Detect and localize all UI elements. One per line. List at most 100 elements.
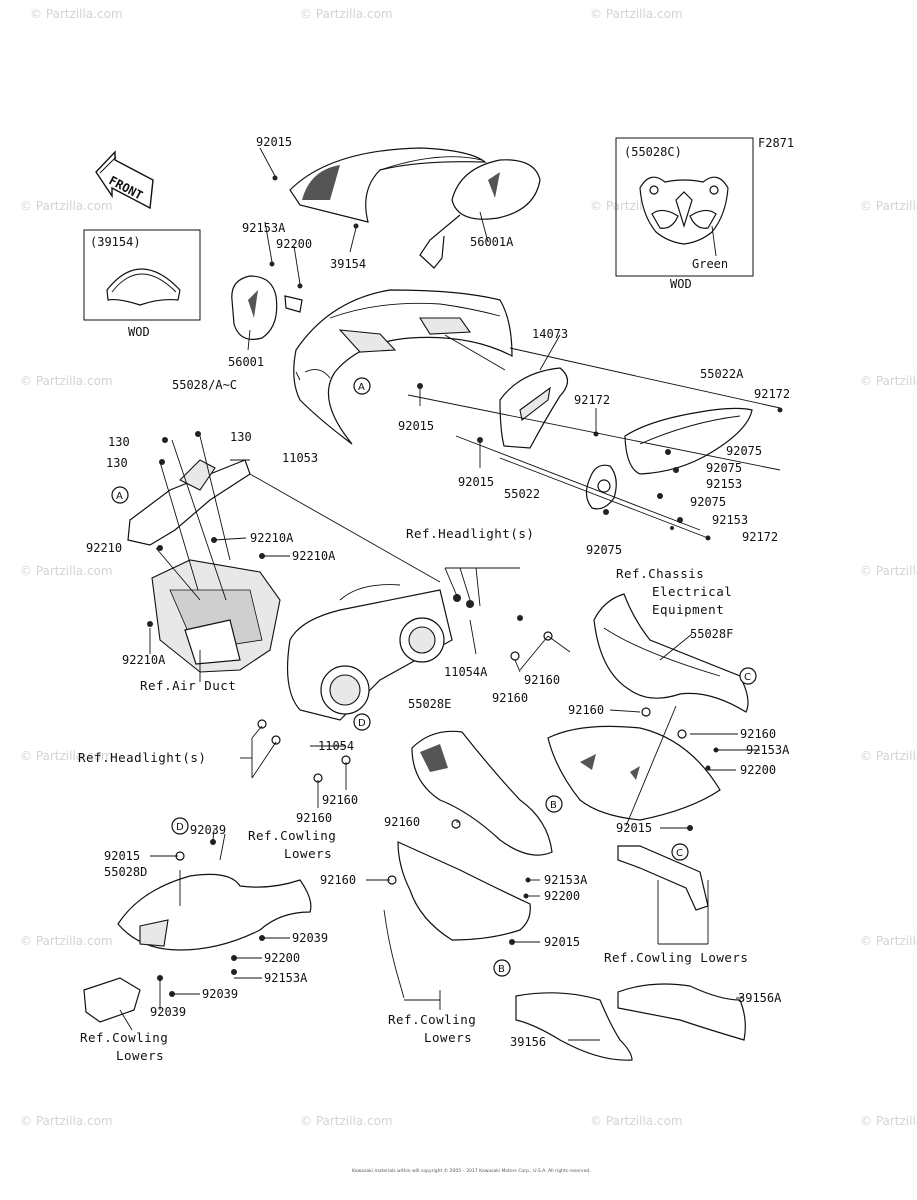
callout-d1: D [353, 713, 371, 731]
watermark: © Partzilla.com [860, 749, 917, 763]
lower-side-panel [383, 841, 531, 999]
svg-text:A: A [116, 491, 123, 502]
ref-electrical: Electrical [652, 584, 732, 599]
part-label: 92015 [398, 419, 434, 433]
mirror-56001 [231, 275, 303, 340]
windshield-part [289, 147, 487, 223]
part-label: 92153A [746, 743, 790, 757]
side-panel-55022a [624, 407, 753, 475]
part-label: 92160 [568, 703, 604, 717]
ref-cowling-b: Ref.Cowling [388, 1012, 476, 1027]
watermark: © Partzilla.com [20, 1114, 113, 1128]
part-label: 92039 [202, 987, 238, 1001]
watermark: © Partzilla.com [860, 934, 917, 948]
figure-code: F2871 [758, 136, 794, 150]
part-label: 11054A [444, 665, 488, 679]
callout-b2: B [493, 959, 511, 977]
watermark: © Partzilla.com [300, 1114, 393, 1128]
watermark: © Partzilla.com [860, 1114, 917, 1128]
part-label: 92210A [122, 653, 166, 667]
ref-air-duct: Ref.Air Duct [140, 678, 236, 693]
ref-cowling-a: Ref.Cowling [248, 828, 336, 843]
part-label: 39156 [510, 1035, 546, 1049]
inset-note: Green [692, 257, 728, 271]
air-duct-assembly [151, 559, 281, 673]
part-label: 92160 [384, 815, 420, 829]
ref-cowling-c: Ref.Cowling [80, 1030, 168, 1045]
part-label: 92200 [264, 951, 300, 965]
inset-code: (39154) [90, 235, 141, 249]
callout-a1: A [353, 377, 371, 395]
part-label: 92210A [250, 531, 294, 545]
watermark: © Partzilla.com [590, 1114, 683, 1128]
inset-code: (55028C) [624, 145, 682, 159]
part-label: 92075 [586, 543, 622, 557]
lower-bracket-left [83, 977, 141, 1023]
reference-labels: Ref.Headlight(s) Ref.Chassis Electrical … [78, 526, 748, 1063]
watermark: © Partzilla.com [860, 199, 917, 213]
watermark: © Partzilla.com [860, 564, 917, 578]
side-fairing-right [547, 725, 721, 821]
svg-text:B: B [498, 964, 505, 975]
part-label: 92075 [690, 495, 726, 509]
part-label: 92015 [616, 821, 652, 835]
part-label: 92210 [86, 541, 122, 555]
callout-c2: C [671, 843, 689, 861]
part-label: 55028F [690, 627, 733, 641]
ref-cowling-lowers-right: Ref.Cowling Lowers [604, 950, 748, 965]
pad-39156 [515, 992, 633, 1061]
part-label: 92039 [150, 1005, 186, 1019]
part-label: 92075 [726, 444, 762, 458]
svg-text:B: B [550, 800, 557, 811]
part-label: 130 [230, 430, 252, 444]
svg-text:D: D [176, 822, 184, 833]
svg-text:A: A [358, 382, 365, 393]
upper-cowl [293, 289, 513, 445]
svg-text:C: C [676, 848, 683, 859]
part-number-labels: 92015 92153A 92200 39154 56001A 56001 14… [86, 135, 790, 1049]
part-label: 11054 [318, 739, 354, 753]
inner-panel-14073 [499, 367, 569, 449]
inner-bracket-11053 [127, 459, 251, 546]
watermark: © Partzilla.com [20, 374, 113, 388]
part-label: 55028D [104, 865, 147, 879]
part-label: 92153 [712, 513, 748, 527]
part-label: 92015 [458, 475, 494, 489]
part-label: 92015 [544, 935, 580, 949]
part-label: 92153A [242, 221, 286, 235]
part-label: 39154 [330, 257, 366, 271]
ref-cowling-a-lowers: Lowers [284, 846, 332, 861]
watermark: © Partzilla.com [20, 749, 113, 763]
part-label: 92172 [742, 530, 778, 544]
part-label: 92039 [190, 823, 226, 837]
ref-cowling-b-lowers: Lowers [424, 1030, 472, 1045]
part-label: 56001A [470, 235, 514, 249]
part-label: 92172 [754, 387, 790, 401]
part-label: 92075 [706, 461, 742, 475]
ref-headlights-top: Ref.Headlight(s) [406, 526, 534, 541]
part-label: 92160 [296, 811, 332, 825]
callout-d2: D [171, 817, 189, 835]
watermark: © Partzilla.com [590, 7, 683, 21]
part-label: 92210A [292, 549, 336, 563]
ref-equipment: Equipment [652, 602, 724, 617]
part-label: 55022 [504, 487, 540, 501]
part-label: 92039 [292, 931, 328, 945]
callout-a2: A [111, 486, 129, 504]
part-label: 92160 [322, 793, 358, 807]
mirror-56001a [419, 159, 541, 269]
ref-chassis: Ref.Chassis [616, 566, 704, 581]
ref-cowling-c-lowers: Lowers [116, 1048, 164, 1063]
svg-text:D: D [358, 718, 366, 729]
part-label: 55022A [700, 367, 744, 381]
part-label: 39156A [738, 991, 782, 1005]
inset-caption: WOD [128, 325, 150, 339]
part-label: 11053 [282, 451, 318, 465]
watermark: © Partzilla.com [300, 7, 393, 21]
part-label: 130 [106, 456, 128, 470]
watermark: © Partzilla.com [20, 199, 113, 213]
part-label: 55028/A~C [172, 378, 237, 392]
part-label: 92160 [320, 873, 356, 887]
part-label: 56001 [228, 355, 264, 369]
